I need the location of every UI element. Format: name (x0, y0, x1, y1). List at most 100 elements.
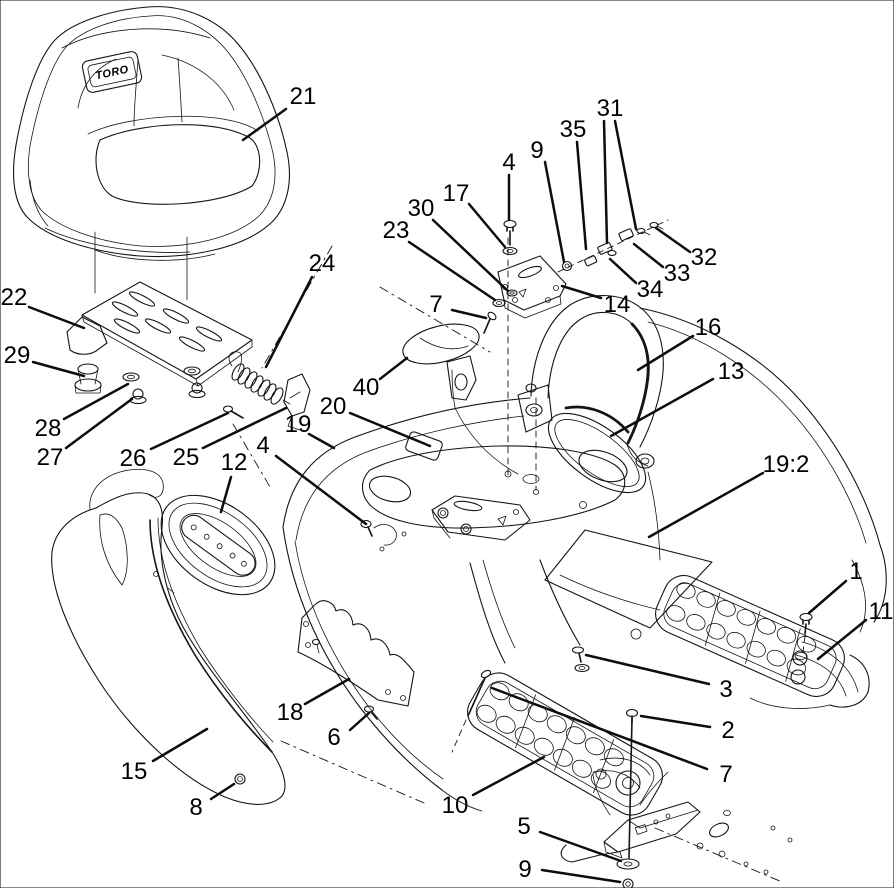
hitch-art (560, 717, 793, 888)
tread-oval (565, 726, 586, 745)
part-callout-19:2: 19:2 (763, 451, 810, 478)
part-callout-32: 32 (691, 244, 718, 271)
tread-oval (726, 631, 746, 649)
part-callout-28: 28 (35, 415, 62, 442)
tread-oval (766, 649, 786, 667)
tread-oval (476, 704, 497, 723)
leader-line-20 (348, 411, 432, 448)
leader-line-31 (602, 119, 609, 245)
tread-oval (514, 726, 535, 745)
part-callout-5: 5 (517, 813, 530, 840)
part-callout-6: 6 (327, 724, 340, 751)
leader-line-35 (575, 140, 588, 251)
part-callout-3: 3 (719, 676, 732, 703)
tread-oval (495, 715, 516, 734)
part-callout-2: 2 (721, 717, 734, 744)
leader-line-24 (264, 275, 314, 369)
tread-oval (508, 693, 529, 712)
leader-line-30 (431, 218, 510, 293)
part-callout-18: 18 (277, 699, 304, 726)
tread-oval (489, 682, 510, 701)
leader-line-26 (149, 411, 230, 451)
tread-oval (676, 582, 696, 599)
footpad-left-art (467, 672, 663, 816)
leader-line-12 (219, 475, 233, 514)
footpad-right-art (655, 574, 845, 698)
leader-line-11 (816, 618, 868, 661)
tread-oval (776, 626, 797, 644)
part-callout-10: 10 (442, 792, 469, 819)
seat-art: TORO (13, 6, 290, 301)
part-callout-14: 14 (604, 291, 631, 318)
tread-oval (533, 737, 554, 756)
leader-line-19 (307, 432, 336, 450)
leader-line-21 (241, 107, 288, 142)
part-callout-40: 40 (353, 374, 380, 401)
tread-oval (716, 600, 736, 617)
hardware-art (360, 323, 813, 753)
leader-line-2 (639, 714, 712, 729)
fender-art (282, 307, 887, 812)
part-callout-19: 19 (285, 411, 312, 438)
leader-line-10 (471, 755, 546, 797)
leader-line-33 (632, 242, 665, 269)
leader-line-32 (654, 226, 692, 254)
part-callout-35: 35 (560, 116, 587, 143)
part-callout-13: 13 (718, 358, 745, 385)
part-callout-31: 31 (597, 95, 624, 122)
leader-line-14 (560, 284, 603, 300)
leader-line-29 (31, 360, 86, 378)
tread-oval (546, 715, 567, 734)
part-callout-7: 7 (719, 761, 732, 788)
part-callout-23: 23 (383, 217, 410, 244)
part-callout-8: 8 (189, 794, 202, 821)
bracket-14-art (483, 219, 669, 334)
tread-oval (786, 658, 806, 676)
part-callout-9: 9 (518, 856, 531, 883)
part-callout-34: 34 (637, 276, 664, 303)
part-callout-27: 27 (37, 444, 64, 471)
part-callout-16: 16 (695, 314, 722, 341)
part-callout-30: 30 (408, 195, 435, 222)
leader-line-15 (151, 727, 209, 763)
part-callout-21: 21 (290, 83, 317, 110)
tread-oval (756, 618, 776, 635)
leader-line-1 (807, 579, 848, 615)
tread-oval (746, 640, 766, 658)
part-callout-9: 9 (530, 137, 543, 164)
part-callout-33: 33 (664, 260, 691, 287)
tread-oval (590, 770, 611, 789)
leader-line-5 (538, 830, 623, 863)
tread-oval (552, 748, 573, 767)
part-callout-4: 4 (256, 432, 269, 459)
leader-line-9 (540, 868, 622, 884)
seat-logo-patch: TORO (81, 51, 143, 93)
leader-line-4 (274, 454, 368, 526)
part-callout-4: 4 (502, 149, 515, 176)
part-callout-12: 12 (221, 449, 248, 476)
tread-oval (666, 605, 686, 622)
part-callout-15: 15 (121, 758, 148, 785)
tread-oval (571, 759, 592, 778)
tread-oval (696, 591, 716, 608)
part-callout-24: 24 (309, 250, 336, 277)
part-callout-7: 7 (429, 291, 442, 318)
arch-16-art (446, 295, 664, 494)
seat-plate-art (66, 281, 253, 419)
spring-latch-art (228, 351, 311, 431)
leader-line-7 (490, 686, 709, 771)
side-panel-15-art (51, 468, 286, 805)
leader-line-13 (609, 377, 715, 438)
leader-line-17 (467, 202, 507, 249)
part-callout-26: 26 (120, 445, 147, 472)
leader-line-6 (348, 711, 371, 732)
brand-logo-text: TORO (95, 64, 130, 83)
tread-oval (736, 609, 756, 626)
leader-line-8 (209, 782, 236, 801)
pod-12-art (160, 494, 276, 596)
part-callout-22: 22 (1, 284, 28, 311)
leader-line-25 (201, 406, 288, 450)
part-callout-29: 29 (4, 342, 31, 369)
part-callout-11: 11 (869, 598, 894, 625)
